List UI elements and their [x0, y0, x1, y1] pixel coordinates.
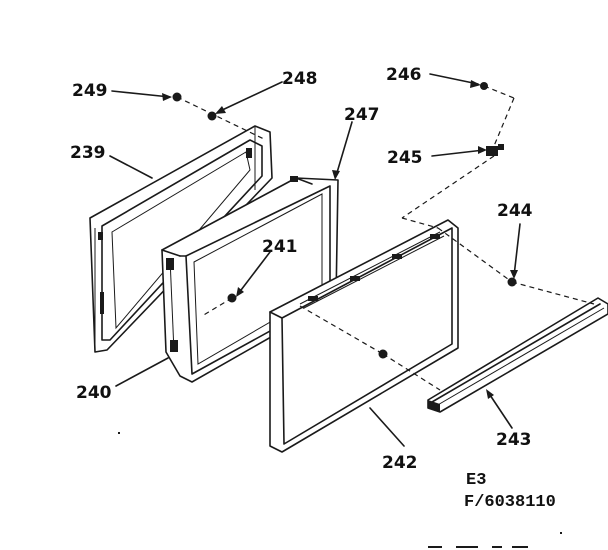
- label-247: 247: [344, 105, 380, 125]
- scan-marks: [118, 432, 562, 548]
- label-246: 246: [386, 65, 422, 85]
- label-240: 240: [76, 383, 112, 403]
- label-244: 244: [497, 201, 533, 221]
- label-245: 245: [387, 148, 423, 168]
- label-242: 242: [382, 453, 418, 473]
- leader-lines: [109, 73, 521, 447]
- label-243: 243: [496, 430, 532, 450]
- label-248: 248: [282, 69, 318, 89]
- screw-248: [207, 111, 217, 121]
- label-239: 239: [70, 143, 106, 163]
- trim-strip-243: [427, 297, 608, 413]
- alignment-lines: [176, 85, 595, 391]
- label-249: 249: [72, 81, 108, 101]
- label-241: 241: [262, 237, 298, 257]
- inner-panel-247: [161, 176, 339, 383]
- figure-number: F/6038110: [464, 493, 556, 512]
- part-labels: 249 248 246 247 245 239 244 241 240 243 …: [70, 65, 533, 473]
- section-code: E3: [466, 471, 486, 490]
- bracket-245: [486, 144, 504, 156]
- front-glass-242: [269, 219, 459, 453]
- figure-codes: E3 F/6038110: [464, 471, 556, 512]
